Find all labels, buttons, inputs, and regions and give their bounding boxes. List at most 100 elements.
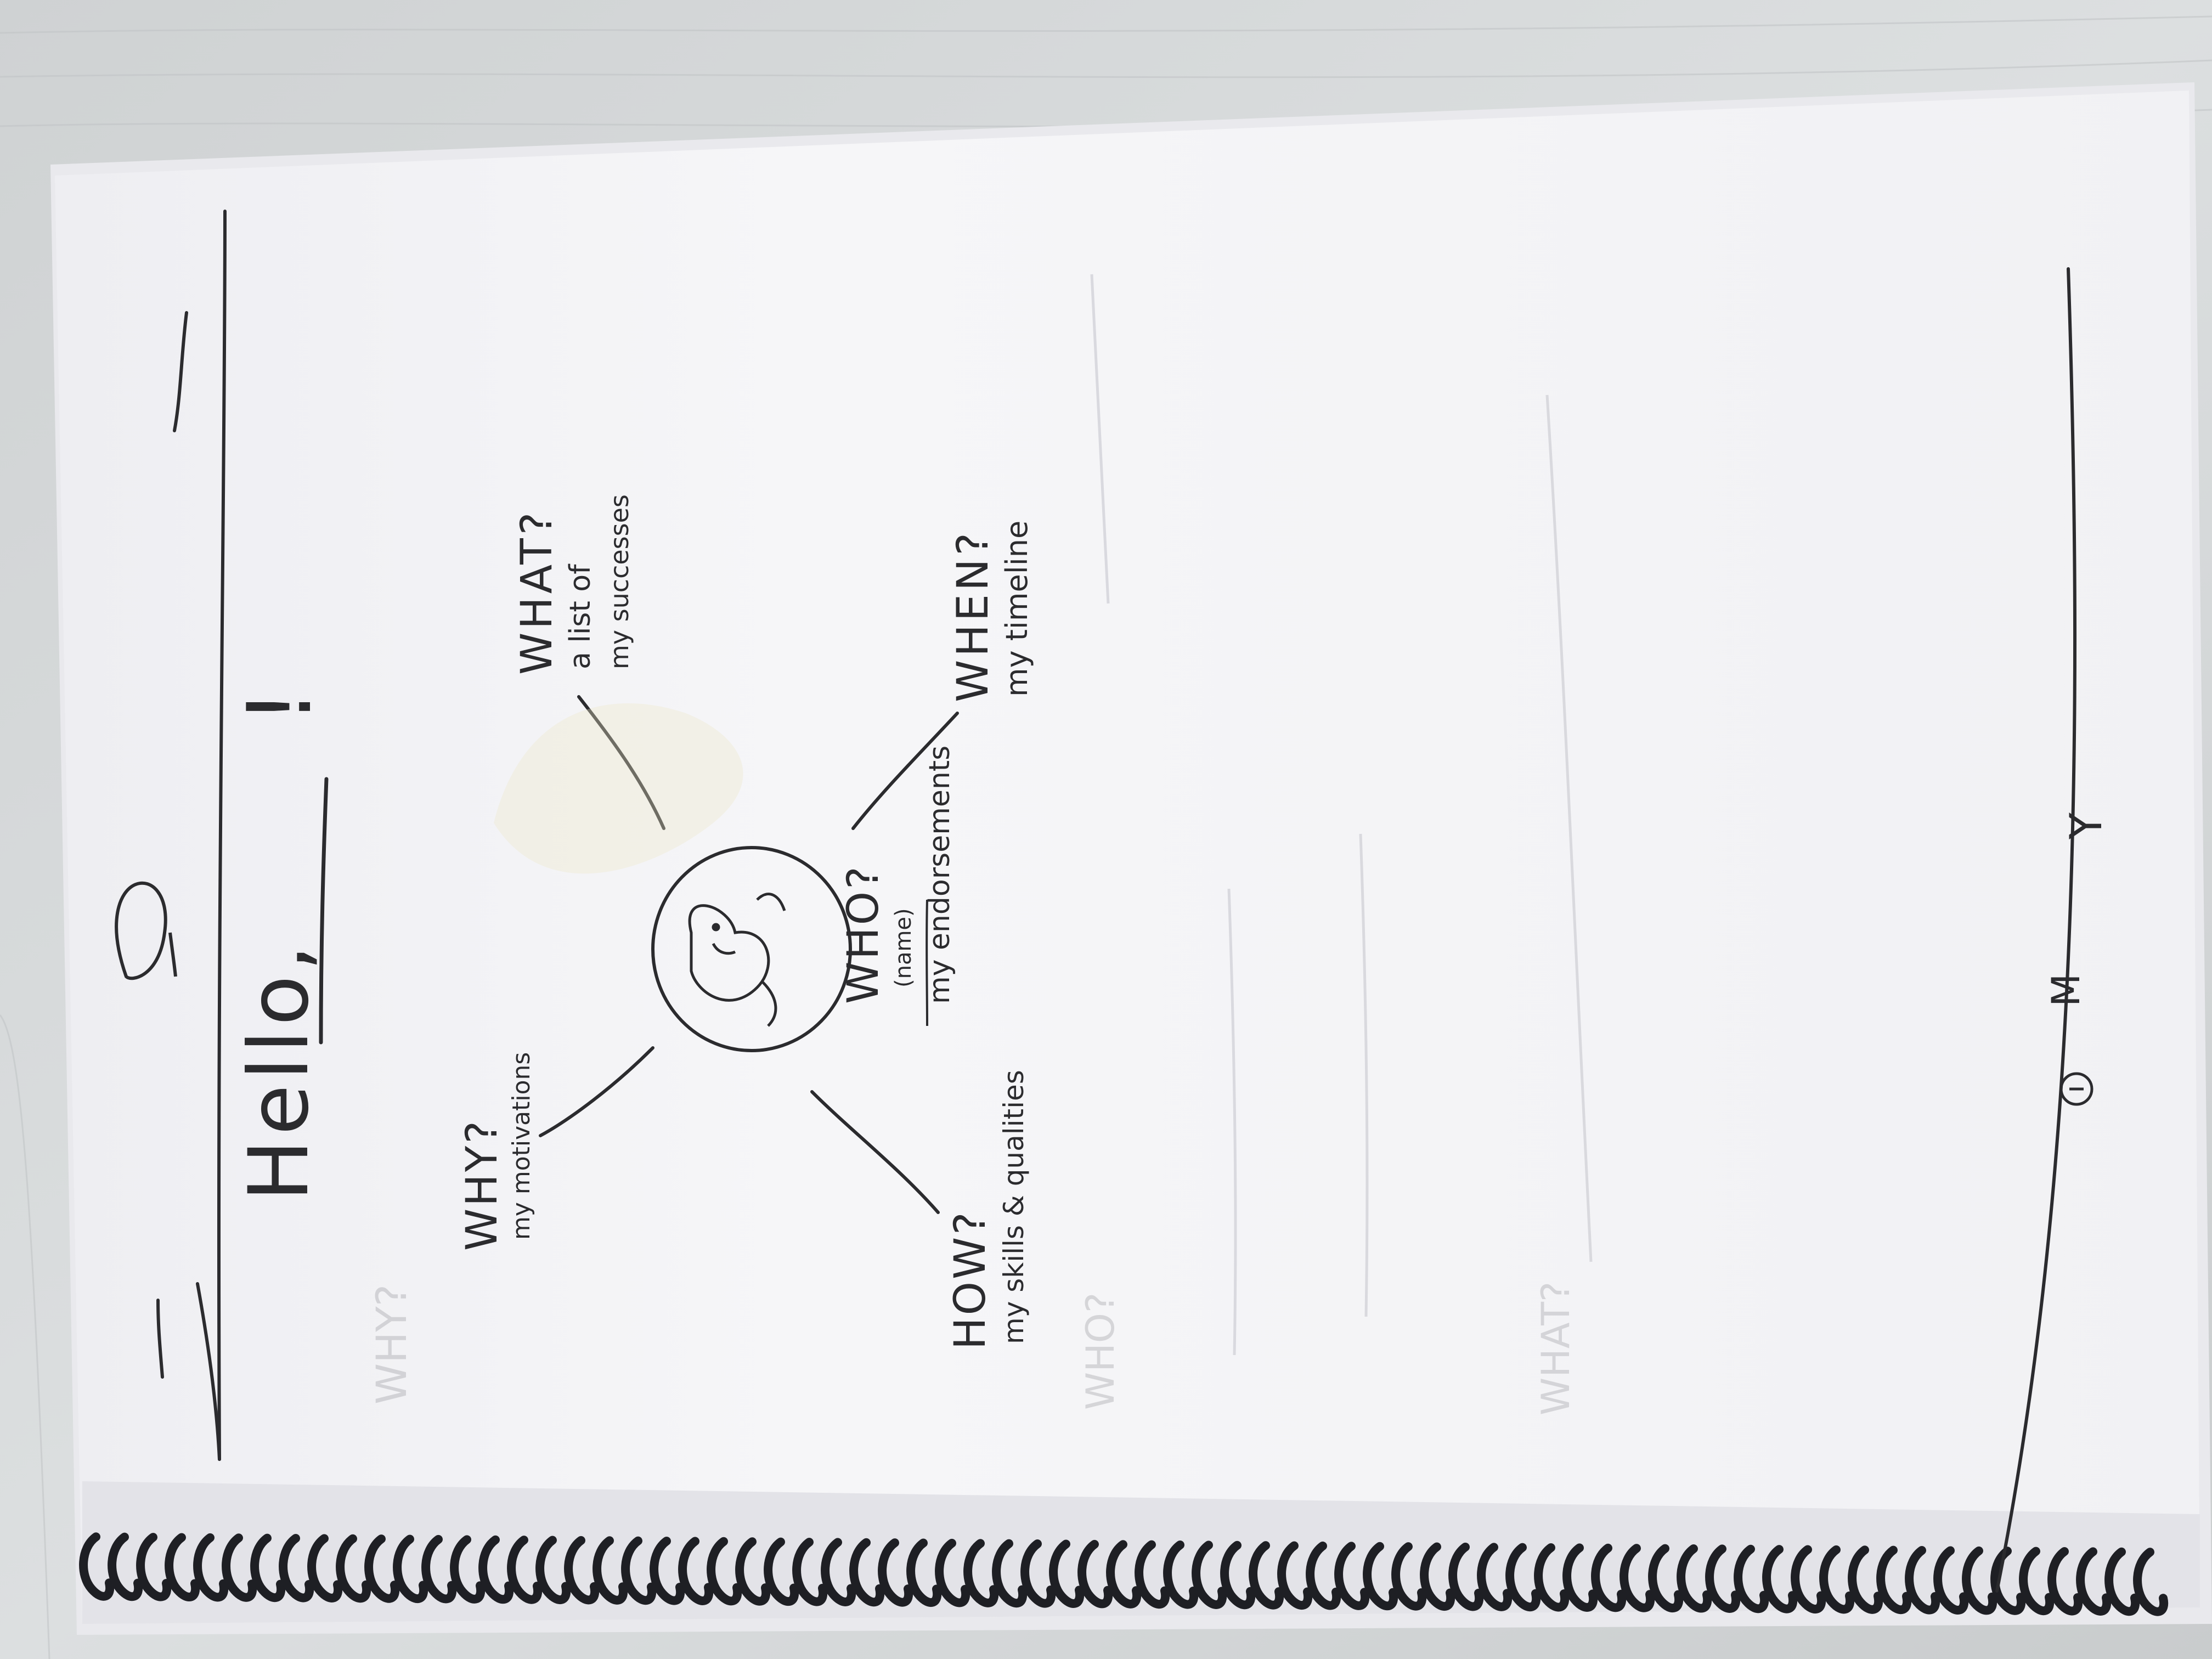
spiral-coil	[621, 1536, 657, 1605]
spiral-coil	[1192, 1541, 1227, 1609]
greeting-text: Hello,	[232, 940, 327, 1201]
avatar-face-icon	[688, 893, 786, 1027]
spiral-coil	[1990, 1547, 2026, 1615]
spiral-coil	[2076, 1547, 2112, 1616]
spiral-coil	[1448, 1542, 1484, 1611]
paper-stain	[494, 703, 743, 874]
spiral-coil	[764, 1537, 799, 1606]
line-what	[577, 695, 665, 830]
when-detail: my timeline	[1000, 521, 1034, 697]
who-question: WHO?	[839, 864, 888, 1004]
ghost-text-why: WHY?	[367, 1284, 416, 1404]
spiral-coil	[250, 1533, 286, 1602]
spiral-coil	[1249, 1541, 1284, 1610]
spiral-coil	[963, 1539, 999, 1607]
spiral-coil	[336, 1534, 371, 1603]
spiral-coil	[1620, 1544, 1655, 1612]
spiral-coil	[535, 1536, 571, 1604]
spiral-coil	[1020, 1539, 1056, 1608]
how-detail: my skills & qualities	[998, 1070, 1030, 1344]
spiral-coil	[1848, 1545, 1883, 1614]
spiral-coil	[1819, 1545, 1855, 1614]
spiral-coil	[1391, 1542, 1427, 1611]
spiral-coil	[2047, 1547, 2083, 1616]
spiral-coil	[1648, 1544, 1684, 1613]
spiral-coil	[1420, 1542, 1455, 1611]
spiral-coil	[393, 1534, 428, 1603]
spiral-coil	[1505, 1543, 1541, 1612]
connector-lines	[539, 695, 959, 1214]
spiral-coil	[592, 1536, 628, 1605]
spiral-coil	[1049, 1539, 1085, 1608]
spiral-coil	[79, 1532, 115, 1601]
spiral-coil	[1705, 1544, 1741, 1613]
spiral-coil	[2133, 1548, 2169, 1616]
spiral-coil	[735, 1537, 771, 1606]
who-detail: my endorsements	[923, 746, 956, 1004]
spiral-coil	[279, 1534, 314, 1602]
spiral-coil	[707, 1537, 742, 1606]
why-question: WHY?	[458, 1119, 507, 1251]
spiral-coil	[1277, 1541, 1313, 1610]
spiral-coil	[792, 1537, 828, 1606]
exclamation-mark: !	[228, 689, 331, 724]
ghost-text-what: WHAT?	[1533, 1282, 1578, 1415]
spiral-coil	[650, 1537, 685, 1605]
spiral-coil	[935, 1538, 970, 1607]
spiral-coil	[136, 1533, 172, 1601]
spiral-coil	[906, 1538, 942, 1607]
spiral-coil	[507, 1536, 543, 1604]
spiral-coil	[193, 1533, 229, 1602]
why-detail: my motivations	[507, 1052, 535, 1240]
spiral-coil	[1106, 1540, 1142, 1609]
spiral-coil	[1791, 1545, 1826, 1613]
spiral-coil	[1762, 1545, 1798, 1613]
spiral-coil	[307, 1534, 343, 1602]
spiral-coil	[1905, 1546, 1940, 1615]
what-detail-line1: a list of	[564, 563, 597, 669]
spiral-binding	[79, 1532, 2169, 1616]
speaker-mark	[173, 311, 188, 432]
frame-bottom-edge	[1995, 267, 2077, 1593]
spiral-coil	[222, 1533, 257, 1602]
footer-home-icon	[2059, 1072, 2094, 1106]
spiral-coil	[878, 1538, 913, 1607]
line-why	[539, 1046, 654, 1137]
spiral-coil	[992, 1539, 1028, 1608]
spiral-coil	[364, 1534, 400, 1603]
spiral-coil	[108, 1532, 143, 1601]
earpiece-line	[156, 1299, 164, 1379]
spiral-coil	[1876, 1545, 1912, 1615]
spiral-coil	[678, 1537, 714, 1605]
spiral-coil	[1562, 1543, 1598, 1612]
spiral-coil	[1477, 1543, 1513, 1611]
frame-top-corner	[196, 1282, 221, 1461]
spiral-coil	[849, 1538, 885, 1607]
phone-frame-sketch	[156, 210, 2077, 1593]
spiral-coil	[1933, 1546, 1969, 1615]
frame-top-edge	[217, 210, 227, 1461]
what-question: WHAT?	[512, 509, 562, 675]
avatar-circle	[651, 846, 852, 1052]
line-when	[851, 712, 959, 830]
spiral-coil	[821, 1538, 856, 1606]
spiral-coil	[1677, 1544, 1712, 1613]
spiral-coil	[1135, 1540, 1170, 1609]
spiral-coil	[1163, 1541, 1199, 1609]
spiral-coil	[478, 1535, 514, 1604]
avatar-sketch	[651, 846, 852, 1052]
spiral-coil	[1534, 1543, 1570, 1612]
when-question: WHEN?	[949, 529, 998, 702]
name-blank-line	[319, 777, 329, 1045]
spiral-coil	[1734, 1544, 1769, 1613]
spiral-coil	[564, 1536, 600, 1605]
footer-letter-m: M	[2044, 974, 2089, 1007]
spiral-coil	[165, 1533, 200, 1601]
spiral-coil	[1962, 1546, 1997, 1615]
footer-nav-sketch: M Y	[2044, 812, 2112, 1106]
ghost-text-who: WHO?	[1078, 1293, 1123, 1410]
spiral-coil	[450, 1535, 486, 1604]
spiral-coil	[1077, 1539, 1113, 1609]
spiral-coil	[421, 1534, 457, 1604]
